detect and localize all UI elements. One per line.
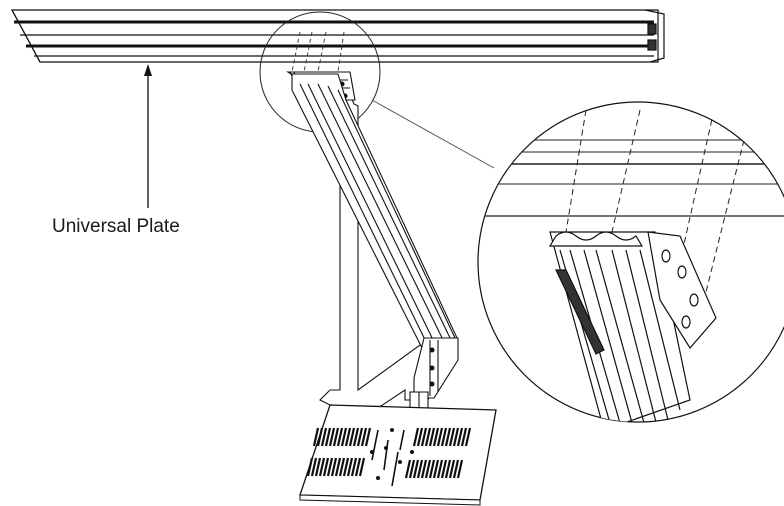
universal-plate-label: Universal Plate (52, 216, 180, 237)
detail-connector-lines (371, 99, 495, 169)
zoom-detail-view (477, 101, 784, 423)
universal-plate-rail (10, 9, 665, 63)
lower-bracket (413, 337, 459, 399)
arm-diagonal (291, 73, 459, 353)
callout-arrow (144, 64, 152, 208)
base-plate (299, 404, 497, 506)
